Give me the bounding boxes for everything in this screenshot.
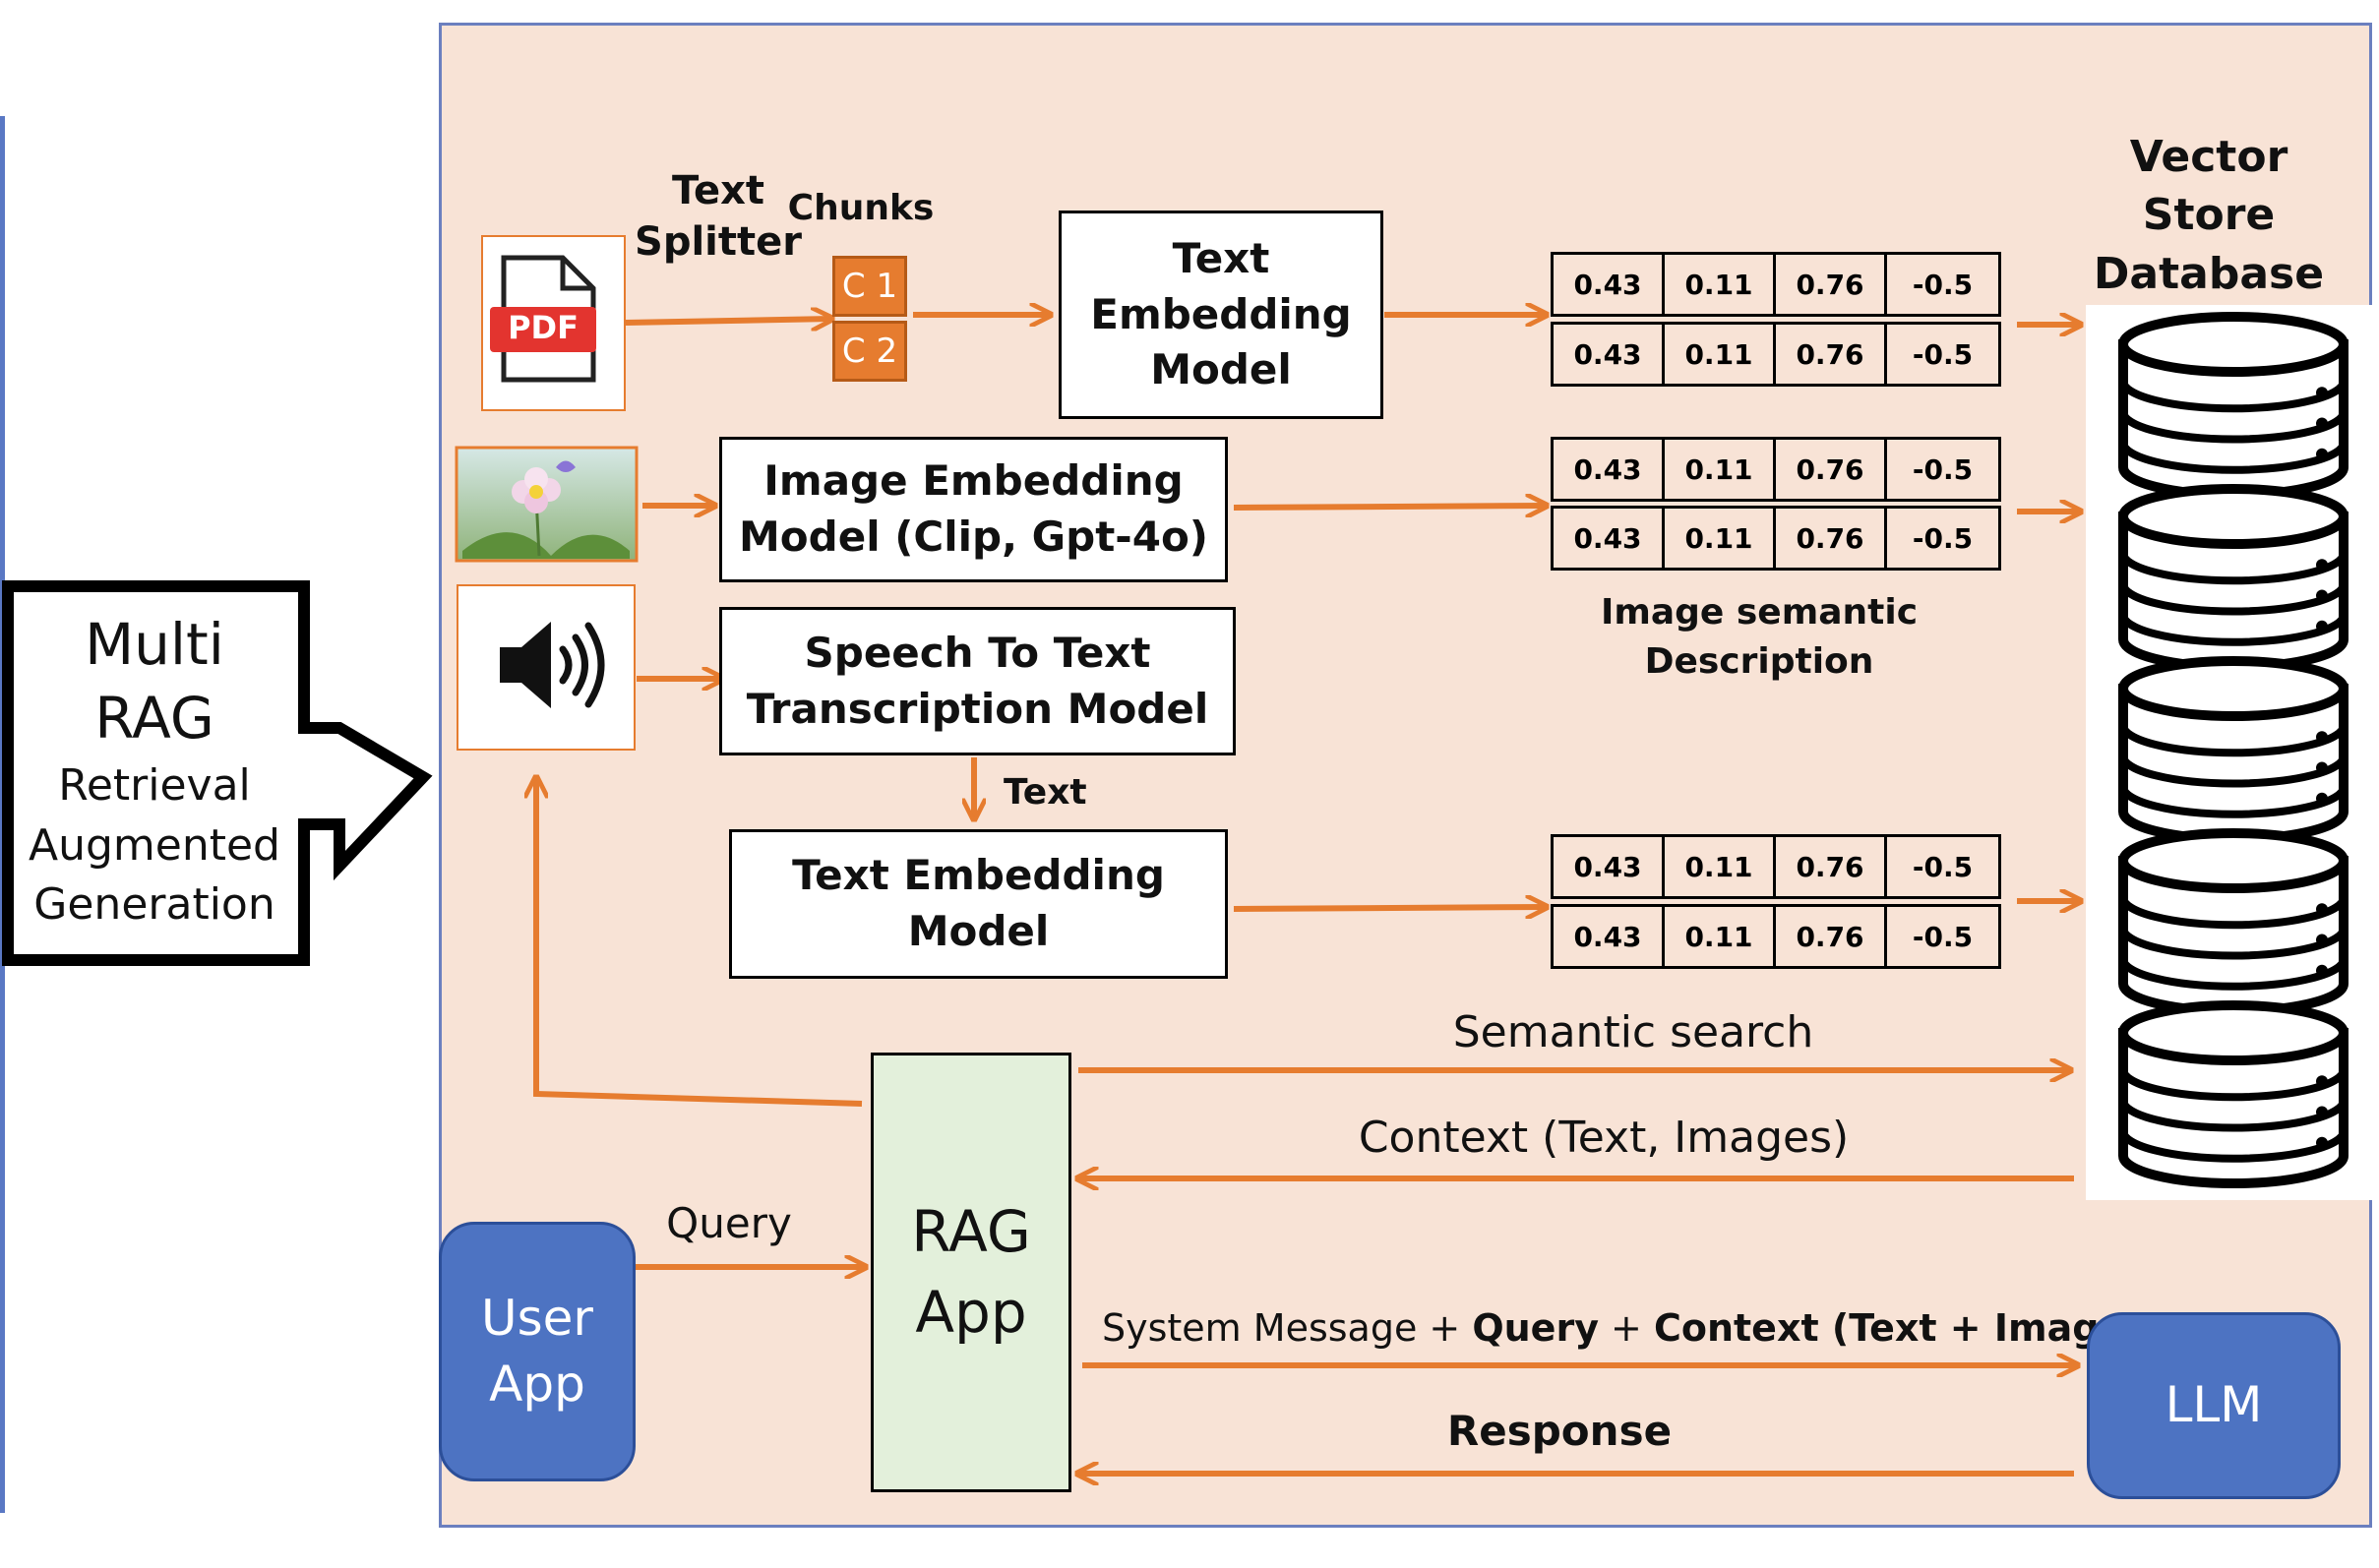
arrow-image-model-to-vector [1233,506,1547,508]
vector-store-line2: Database [2093,248,2325,299]
context-label: Context (Text, Images) [1358,1113,1850,1163]
vector-value: 0.43 [1554,255,1665,314]
arrow-pdf-to-chunks [625,319,832,323]
vector-value: -0.5 [1912,920,1974,953]
image-semantic-line2: Description [1644,641,1874,683]
user-app-line1: User [481,1289,593,1347]
system-message-label: System Message + Query + Context (Text +… [1102,1303,2164,1354]
multi-rag-line2: RAG [94,685,214,753]
speaker-icon [457,584,636,751]
system-message-part1: System Message + [1102,1306,1473,1350]
vector-value: 0.11 [1665,837,1776,896]
image-semantic-line1: Image semantic [1600,592,1919,633]
vector-value: -0.5 [1912,452,1974,486]
query-label: Query [666,1199,792,1247]
vector-value: 0.11 [1665,255,1776,314]
pdf-icon-text: PDF [508,309,579,346]
speech-to-text-model: Speech To Text Transcription Model [719,607,1236,755]
text-splitter-label: Text Splitter [630,165,807,268]
rag-app-box[interactable]: RAG App [871,1053,1071,1492]
database-icon [2118,484,2348,672]
vector-value: 0.76 [1776,837,1887,896]
system-message-part4: Context (Text + Images) [1653,1306,2165,1350]
rag-app-line2: App [915,1278,1027,1346]
chunks-label: Chunks [787,188,935,228]
system-message-part3: + [1598,1306,1654,1350]
text-embedding-bottom-line1: Text Embedding [792,851,1165,900]
text-embedding-top-line2: Embedding [1090,289,1352,338]
llm-box[interactable]: LLM [2087,1312,2341,1499]
chunk-c2: C 2 [832,321,907,382]
database-icon [2118,656,2348,844]
vector-value: 0.76 [1776,255,1887,314]
chunk-c1: C 1 [832,256,907,317]
vector-value: 0.11 [1665,440,1776,499]
database-icon [2118,1000,2348,1188]
text-embedding-top-line1: Text [1172,233,1270,282]
user-app-line2: App [489,1356,585,1413]
multi-rag-line1: Multi [85,611,224,678]
vector-value: 0.43 [1554,907,1665,966]
transcribed-text-label: Text [1004,772,1087,813]
image-embedding-model: Image Embedding Model (Clip, Gpt-4o) [719,437,1228,582]
vector-value: 0.43 [1554,325,1665,384]
vector-value: -0.5 [1912,521,1974,555]
vector-value: 0.11 [1665,325,1776,384]
text-splitter-line2: Splitter [635,219,802,265]
vector-value: -0.5 [1912,850,1974,883]
user-app-box[interactable]: User App [439,1222,636,1481]
vector-value: 0.76 [1776,325,1887,384]
speech-to-text-line2: Transcription Model [746,684,1209,733]
vector-value: 0.76 [1776,440,1887,499]
vector-store-line1: Vector Store [2129,132,2288,241]
multi-rag-line5: Generation [33,879,275,931]
multi-rag-line3: Retrieval [58,759,251,811]
arrow-text-model-to-vector [1233,907,1547,909]
speech-to-text-line1: Speech To Text [804,628,1151,677]
vector-value: -0.5 [1912,268,1974,301]
text-embedding-bottom-line2: Model [907,907,1050,955]
multi-rag-line4: Augmented [29,819,280,871]
flower-image [455,446,639,563]
multi-rag-arrow-shape [2,580,433,966]
image-embedding-line1: Image Embedding [763,456,1184,506]
vector-value: 0.11 [1665,509,1776,568]
pdf-icon [481,235,626,411]
llm-label: LLM [2165,1376,2263,1434]
text-embedding-model-top: Text Embedding Model [1059,211,1383,419]
vector-value: 0.43 [1554,837,1665,896]
vector-value: 0.76 [1776,907,1887,966]
text-embedding-top-line3: Model [1150,345,1292,394]
database-icon [2118,312,2348,500]
vector-value: 0.11 [1665,907,1776,966]
response-label: Response [1446,1407,1673,1455]
image-embedding-line2: Model (Clip, Gpt-4o) [739,513,1208,561]
image-semantic-description: Image semantic Description [1553,588,1966,688]
system-message-part2: Query [1472,1306,1599,1350]
vector-store-title: Vector Store Database [2056,128,2361,303]
vector-value: 0.43 [1554,440,1665,499]
diagram-panel [439,23,2372,1528]
vector-value: 0.43 [1554,509,1665,568]
text-embedding-model-bottom: Text Embedding Model [729,829,1228,979]
arrows [536,315,2081,1474]
database-icon [2118,828,2348,1016]
arrow-rag-to-inputs [536,777,863,1107]
vector-value: -0.5 [1912,337,1974,371]
multi-rag-label: Multi RAG Retrieval Augmented Generation [12,608,297,935]
database-stack [2118,312,2348,1188]
vector-value: 0.76 [1776,509,1887,568]
rag-app-line1: RAG [911,1198,1031,1266]
semantic-search-label: Semantic search [1452,1007,1814,1057]
text-splitter-line1: Text [671,168,765,213]
